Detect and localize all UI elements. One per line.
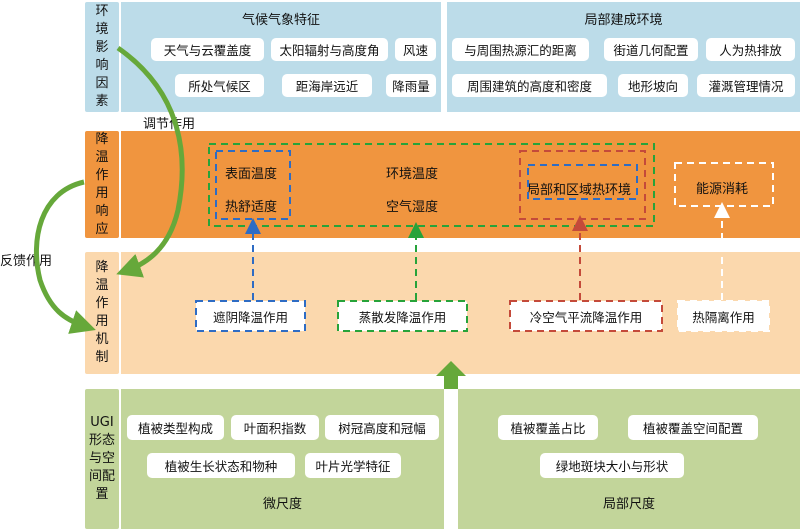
section-cooling-response: 降温作用响应 — [85, 131, 119, 238]
section-ugi-form: UGI形态与空间配置 — [85, 389, 119, 529]
mechanism-insulation: 热隔离作用 — [678, 301, 769, 331]
local-scale-item-patch: 绿地斑块大小与形状 — [540, 453, 684, 478]
ugi-up-arrow — [436, 361, 466, 389]
response-energy: 能源消耗 — [696, 182, 749, 197]
response-air-humidity: 空气湿度 — [386, 200, 439, 215]
response-group-outer — [208, 143, 655, 227]
response-env-temp: 环境温度 — [386, 167, 439, 182]
climate-item-solar: 太阳辐射与高度角 — [271, 38, 388, 61]
climate-item-wind: 风速 — [395, 38, 436, 61]
mechanism-cold-advection: 冷空气平流降温作用 — [510, 301, 662, 331]
local-scale-item-cover-ratio: 植被覆盖占比 — [498, 415, 598, 440]
climate-item-coast: 距海岸远近 — [282, 74, 372, 97]
response-group-energy — [674, 162, 774, 207]
section-env-factors-label: 环境影响因素 — [95, 4, 109, 109]
mechanism-evaporation: 蒸散发降温作用 — [338, 301, 467, 331]
local-env-item-slope: 地形坡向 — [618, 74, 688, 97]
mechanism-insulation-border — [677, 300, 770, 332]
micro-scale-title: 微尺度 — [262, 497, 302, 512]
local-env-item-anthro: 人为热排放 — [706, 38, 795, 61]
climate-title: 气候气象特征 — [241, 13, 320, 28]
mechanism-shading-border — [195, 300, 306, 332]
climate-item-rain: 降雨量 — [386, 74, 436, 97]
micro-item-composition: 植被类型构成 — [127, 415, 224, 440]
response-panel — [121, 131, 800, 238]
section-cooling-mechanism-label: 降温作用机制 — [95, 260, 109, 365]
micro-item-optical: 叶片光学特征 — [305, 453, 401, 478]
section-cooling-response-label: 降温作用响应 — [95, 131, 109, 237]
local-env-title: 局部建成环境 — [584, 13, 663, 28]
regulation-arrow — [116, 45, 185, 278]
local-env-item-irrigation: 灌溉管理情况 — [697, 74, 795, 97]
section-env-factors: 环境影响因素 — [85, 2, 119, 112]
response-group-regional-inner — [527, 164, 638, 200]
regulation-label: 调节作用 — [143, 117, 196, 132]
local-scale-item-spatial-config: 植被覆盖空间配置 — [628, 415, 758, 440]
response-surface-temp: 表面温度 — [225, 167, 278, 182]
local-env-item-distance: 与周围热源汇的距离 — [452, 38, 589, 61]
feedback-arrow — [33, 179, 96, 334]
micro-item-canopy: 树冠高度和冠幅 — [325, 415, 439, 440]
micro-item-lai: 叶面积指数 — [231, 415, 319, 440]
local-env-item-street: 街道几何配置 — [604, 38, 698, 61]
mechanism-shading: 遮阴降温作用 — [196, 301, 305, 331]
micro-item-growth: 植被生长状态和物种 — [147, 453, 295, 478]
mechanism-cold-advection-border — [509, 300, 663, 332]
local-scale-title: 局部尺度 — [602, 497, 655, 512]
response-thermal-comfort: 热舒适度 — [225, 200, 278, 215]
local-env-item-buildings: 周围建筑的高度和密度 — [452, 74, 607, 97]
response-local-regional: 局部和区域热环境 — [527, 183, 632, 198]
response-group-surface — [215, 150, 291, 220]
section-ugi-form-label: UGI形态与空间配置 — [89, 415, 116, 502]
response-group-regional — [519, 150, 646, 220]
climate-item-cloud: 天气与云覆盖度 — [151, 38, 264, 61]
mechanism-evaporation-border — [337, 300, 468, 332]
climate-item-zone: 所处气候区 — [175, 74, 264, 97]
